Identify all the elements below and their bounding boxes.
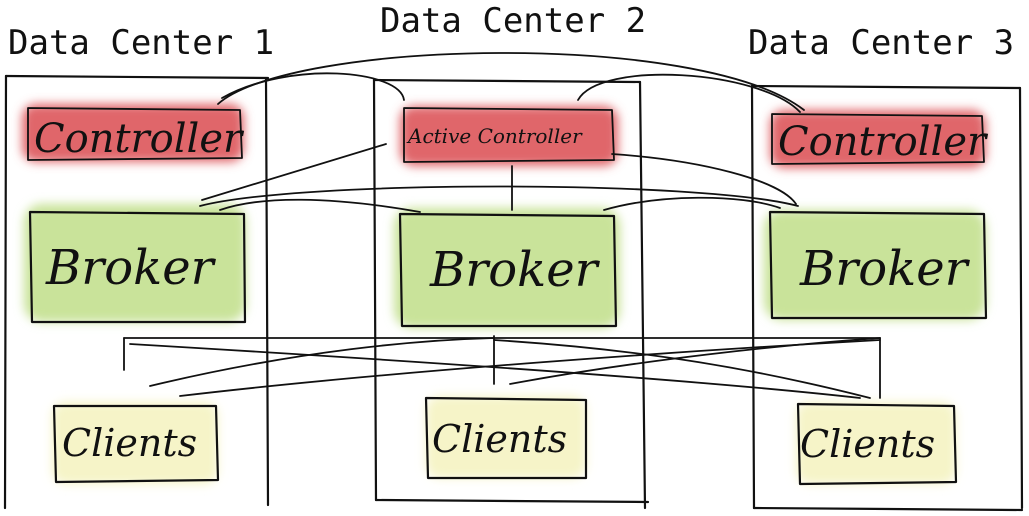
datacenter-1-title: Data Center 1 bbox=[8, 23, 274, 63]
datacenter-3-box bbox=[750, 84, 1024, 512]
clients-2-label: Clients bbox=[432, 417, 567, 461]
component-outlines bbox=[27, 107, 988, 486]
controller-2-wash bbox=[400, 106, 618, 166]
clients-2-wash bbox=[426, 396, 586, 478]
clients-3-label: Clients bbox=[800, 422, 935, 466]
broker-2-wash bbox=[394, 208, 620, 328]
controller-1-label: Controller bbox=[34, 116, 245, 162]
datacenter-2-box bbox=[372, 78, 650, 510]
broker-3-label: Broker bbox=[799, 241, 971, 297]
client-links bbox=[123, 335, 881, 399]
clients-1-wash bbox=[52, 402, 218, 484]
broker-2-outline bbox=[398, 212, 618, 328]
controller-3-label: Controller bbox=[778, 119, 989, 165]
datacenter-3-title: Data Center 3 bbox=[748, 23, 1014, 63]
controller-3-wash bbox=[770, 110, 986, 168]
broker-3-wash bbox=[764, 210, 986, 320]
controller-3-outline bbox=[771, 113, 985, 165]
clients-3-wash bbox=[796, 402, 956, 484]
broker-1-wash bbox=[24, 204, 246, 322]
broker-2-label: Broker bbox=[429, 242, 601, 298]
controller-1-outline bbox=[27, 107, 243, 161]
clients-1-label: Clients bbox=[62, 421, 197, 465]
broker-1-outline bbox=[28, 210, 247, 324]
datacenter-2-title: Data Center 2 bbox=[380, 1, 646, 41]
datacenter-1-box bbox=[3, 74, 270, 510]
clients-3-outline bbox=[796, 402, 958, 486]
controller-links bbox=[199, 52, 805, 213]
broker-1-label: Broker bbox=[45, 240, 217, 296]
clients-2-outline bbox=[424, 396, 588, 480]
controller-2-label: Active Controller bbox=[406, 124, 583, 148]
clients-1-outline bbox=[52, 404, 220, 484]
broker-3-outline bbox=[768, 210, 988, 320]
controller-1-wash bbox=[22, 104, 244, 162]
controller-2-outline bbox=[403, 107, 615, 163]
color-washes bbox=[22, 104, 986, 484]
